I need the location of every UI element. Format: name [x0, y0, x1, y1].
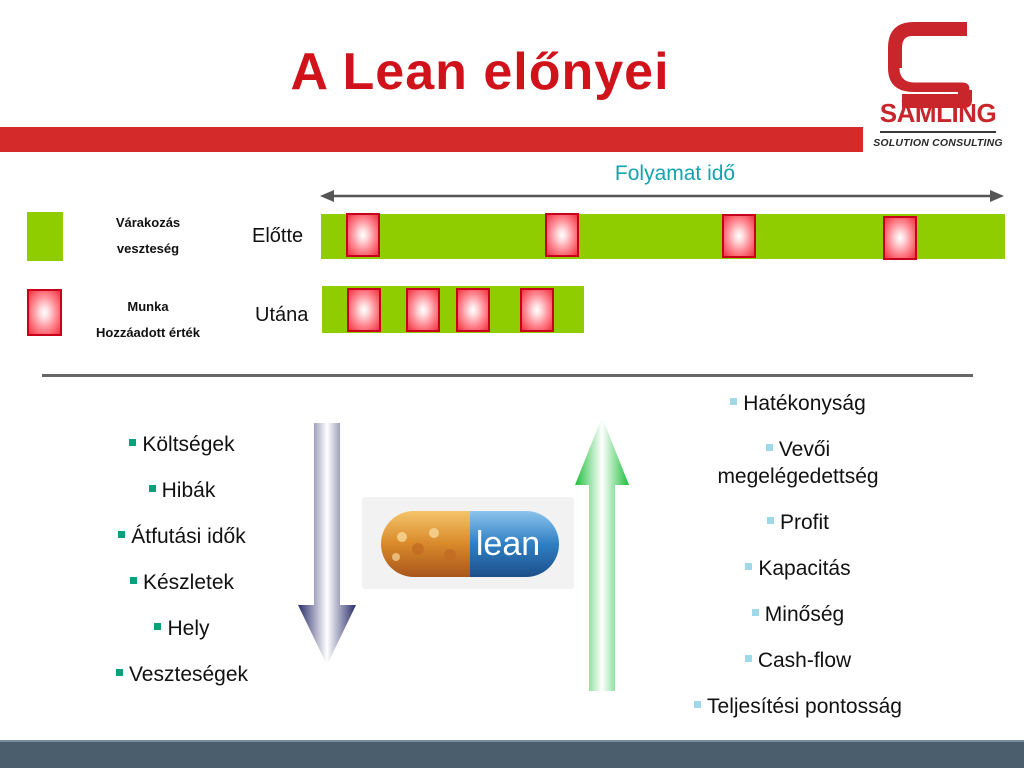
list-item: Hibák	[72, 476, 292, 522]
list-item: Veszteségek	[72, 660, 292, 706]
before-work-block	[545, 213, 579, 257]
footer-bar	[0, 742, 1024, 768]
up-arrow-icon	[575, 417, 629, 691]
double-arrow-icon	[320, 190, 1004, 202]
list-item: Vevői megelégedettség	[717, 438, 879, 488]
logo-subtitle: SOLUTION CONSULTING	[873, 137, 1003, 149]
legend-work-line2: Hozzáadott érték	[95, 325, 201, 340]
legend-waiting-line1: Várakozás	[115, 215, 181, 230]
list-item: Átfutási idők	[72, 522, 292, 568]
legend-waiting-label: Várakozás veszteség	[78, 210, 218, 262]
before-work-block	[883, 216, 917, 260]
bullet-square-icon	[745, 562, 753, 570]
bullet-square-icon	[154, 622, 162, 630]
after-work-block	[347, 288, 381, 332]
increase-list: Hatékonyság Vevői megelégedettség Profit…	[668, 390, 928, 739]
legend-waiting-swatch	[27, 212, 63, 261]
row-label-before: Előtte	[252, 225, 304, 247]
decrease-list: Költségek Hibák Átfutási idők Készletek …	[72, 430, 292, 706]
after-work-block	[456, 288, 490, 332]
page-title: A Lean előnyei	[290, 43, 670, 101]
process-time-label: Folyamat idő	[614, 162, 736, 185]
bullet-square-icon	[766, 516, 774, 524]
bullet-square-icon	[751, 608, 759, 616]
bullet-square-icon	[115, 668, 123, 676]
bullet-square-icon	[694, 700, 702, 708]
down-arrow-icon	[298, 423, 356, 665]
lean-pill-icon: lean	[362, 497, 574, 589]
list-item: Cash-flow	[668, 647, 928, 674]
after-work-block	[520, 288, 554, 332]
section-divider	[42, 374, 973, 377]
list-item: Hely	[72, 614, 292, 660]
bullet-square-icon	[129, 576, 137, 584]
bullet-square-icon	[765, 443, 773, 451]
bullet-square-icon	[148, 484, 156, 492]
s-logo-icon	[888, 22, 975, 108]
list-item: Hatékonyság	[668, 390, 928, 417]
legend-work-line1: Munka	[127, 299, 169, 314]
bullet-square-icon	[129, 438, 137, 446]
bullet-square-icon	[730, 397, 738, 405]
before-work-block	[346, 213, 380, 257]
list-item: Készletek	[72, 568, 292, 614]
pill-text: lean	[476, 525, 540, 563]
footer-line	[0, 740, 1024, 742]
list-item: Költségek	[72, 430, 292, 476]
legend-work-swatch	[27, 289, 62, 336]
after-work-block	[406, 288, 440, 332]
row-label-after: Utána	[255, 304, 309, 326]
logo-divider	[880, 131, 996, 133]
legend-waiting-line2: veszteség	[116, 241, 180, 256]
legend-work-label: Munka Hozzáadott érték	[70, 294, 226, 346]
bullet-square-icon	[118, 530, 126, 538]
list-item: Minőség	[668, 601, 928, 628]
before-work-block	[722, 214, 756, 258]
list-item: Teljesítési pontosság	[668, 693, 928, 720]
bullet-square-icon	[744, 654, 752, 662]
list-item: Kapacitás	[668, 555, 928, 582]
list-item: Profit	[668, 509, 928, 536]
header-red-bar	[0, 127, 863, 152]
logo-name: SÄMLING	[879, 98, 997, 128]
